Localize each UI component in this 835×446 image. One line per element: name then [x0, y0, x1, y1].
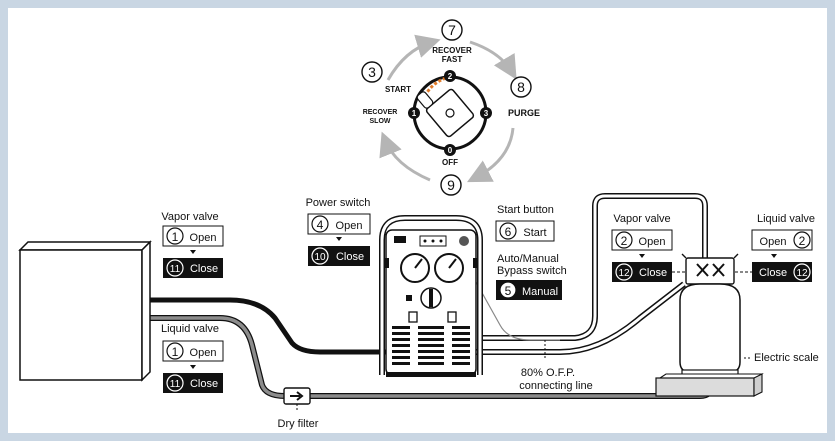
power-on-step: 4 [317, 218, 324, 232]
refrigerant-tank [679, 253, 741, 379]
power-on-label: Open [336, 220, 363, 232]
bypass-switch-group: Auto/Manual Bypass switch 5 Manual [496, 253, 567, 300]
power-down-arrow [336, 237, 342, 241]
left-vapor-close-label: Close [190, 263, 218, 275]
left-liquid-open-label: Open [190, 347, 217, 359]
inlet-port [408, 311, 418, 323]
tank-vapor-open-step: 2 [621, 234, 628, 248]
svg-text:0: 0 [448, 146, 453, 155]
power-switch-icon [394, 236, 406, 243]
position-3-dot: 3 [480, 107, 492, 119]
step-8-marker: 8 [510, 76, 532, 98]
tank-body [679, 283, 741, 373]
start-button-title: Start button [497, 204, 554, 216]
ofp-label-1: 80% O.F.P. [521, 367, 575, 379]
tank-liquid-down-arrow [771, 254, 777, 258]
outlet-port [447, 311, 457, 323]
tank-valve-guard [685, 257, 735, 285]
start-button-label: Start [523, 227, 546, 239]
tank-liquid-open-label: Open [760, 236, 787, 248]
tank-vapor-close-label: Close [639, 267, 667, 279]
tank-liquid-valve-title: Liquid valve [757, 213, 815, 225]
tank-vapor-valve-title: Vapor valve [613, 213, 670, 225]
left-liquid-close-step: 11 [170, 379, 181, 390]
left-liquid-down-arrow [190, 365, 196, 369]
top-hose [478, 194, 707, 340]
left-vapor-close-step: 11 [170, 264, 181, 275]
power-switch-title: Power switch [306, 197, 371, 209]
power-switch-group: Power switch 4 Open 10 Close [306, 197, 371, 266]
svg-text:3: 3 [484, 109, 489, 118]
left-liquid-close-label: Close [190, 378, 218, 390]
position-0-dot: 0 [444, 144, 456, 156]
arrow-fast-to-purge [469, 40, 517, 80]
bypass-title-2: Bypass switch [497, 265, 567, 277]
tank-liquid-open-step: 2 [799, 234, 806, 248]
start-button-step: 6 [505, 225, 512, 239]
dry-filter-label: Dry filter [278, 418, 319, 430]
dial-pointer-tip [416, 91, 434, 109]
arrow-start-to-fast [386, 34, 441, 81]
step-9-marker: 9 [440, 174, 462, 196]
label-recover-fast-1: RECOVER [432, 46, 472, 55]
power-off-label: Close [336, 251, 364, 263]
left-vapor-open-step: 1 [172, 230, 179, 244]
step-7-number: 7 [448, 22, 456, 38]
label-purge: PURGE [508, 108, 540, 118]
electric-scale-label: Electric scale [754, 352, 819, 364]
left-liquid-valve-group: Liquid valve 1 Open 11 Close [161, 323, 224, 393]
cooling-vents [392, 326, 470, 365]
flow-arrow-icon [290, 391, 304, 401]
step-7-marker: 7 [441, 19, 463, 41]
label-recover-slow-1: RECOVER [363, 109, 398, 116]
electric-scale [655, 373, 764, 397]
label-start: START [385, 85, 411, 94]
dial-center [445, 108, 455, 118]
condensing-unit [18, 240, 152, 382]
bypass-manual-label: Manual [522, 286, 558, 298]
svg-text:1: 1 [412, 109, 417, 118]
left-liquid-valve-title: Liquid valve [161, 323, 219, 335]
power-off-step: 10 [314, 252, 326, 263]
tank-vapor-down-arrow [639, 254, 645, 258]
recovery-machine [379, 215, 483, 377]
arrow-off-to-slow [379, 131, 431, 182]
label-off: OFF [442, 158, 458, 167]
left-vapor-valve-group: Vapor valve 1 Open 11 Close [161, 211, 224, 278]
tank-vapor-close-step: 12 [618, 268, 630, 279]
start-button-group: Start button 6 Start [495, 204, 555, 242]
bypass-hose [475, 281, 560, 341]
ofp-label-2: connecting line [519, 380, 592, 392]
position-2-dot: 2 [444, 70, 456, 82]
tank-vapor-valve-group: Vapor valve 2 Open 12 Close [611, 213, 673, 282]
step-3-marker: 3 [361, 61, 383, 83]
dry-filter [283, 387, 311, 412]
label-recover-fast-2: FAST [442, 55, 463, 64]
step-3-number: 3 [368, 64, 376, 80]
tank-vapor-open-label: Open [639, 236, 666, 248]
bypass-step: 5 [505, 284, 512, 298]
tank-liquid-close-step: 12 [796, 268, 808, 279]
tank-liquid-valve-group: Liquid valve Open 2 Close 12 [751, 213, 815, 282]
step-9-number: 9 [447, 177, 455, 193]
label-recover-slow-2: SLOW [370, 118, 391, 125]
left-vapor-valve-title: Vapor valve [161, 211, 218, 223]
arrow-purge-to-off [466, 127, 515, 183]
tank-liquid-close-label: Close [759, 267, 787, 279]
step-8-number: 8 [517, 79, 525, 95]
start-button-icon [459, 236, 469, 246]
rotary-dial-group: 3 7 8 9 RECOVER FAST START PURGE RECOVER… [361, 19, 540, 196]
left-vapor-open-label: Open [190, 232, 217, 244]
position-1-dot: 1 [408, 107, 420, 119]
svg-text:2: 2 [448, 72, 453, 81]
left-liquid-open-step: 1 [172, 345, 179, 359]
left-vapor-down-arrow [190, 250, 196, 254]
bypass-title-1: Auto/Manual [497, 253, 559, 265]
